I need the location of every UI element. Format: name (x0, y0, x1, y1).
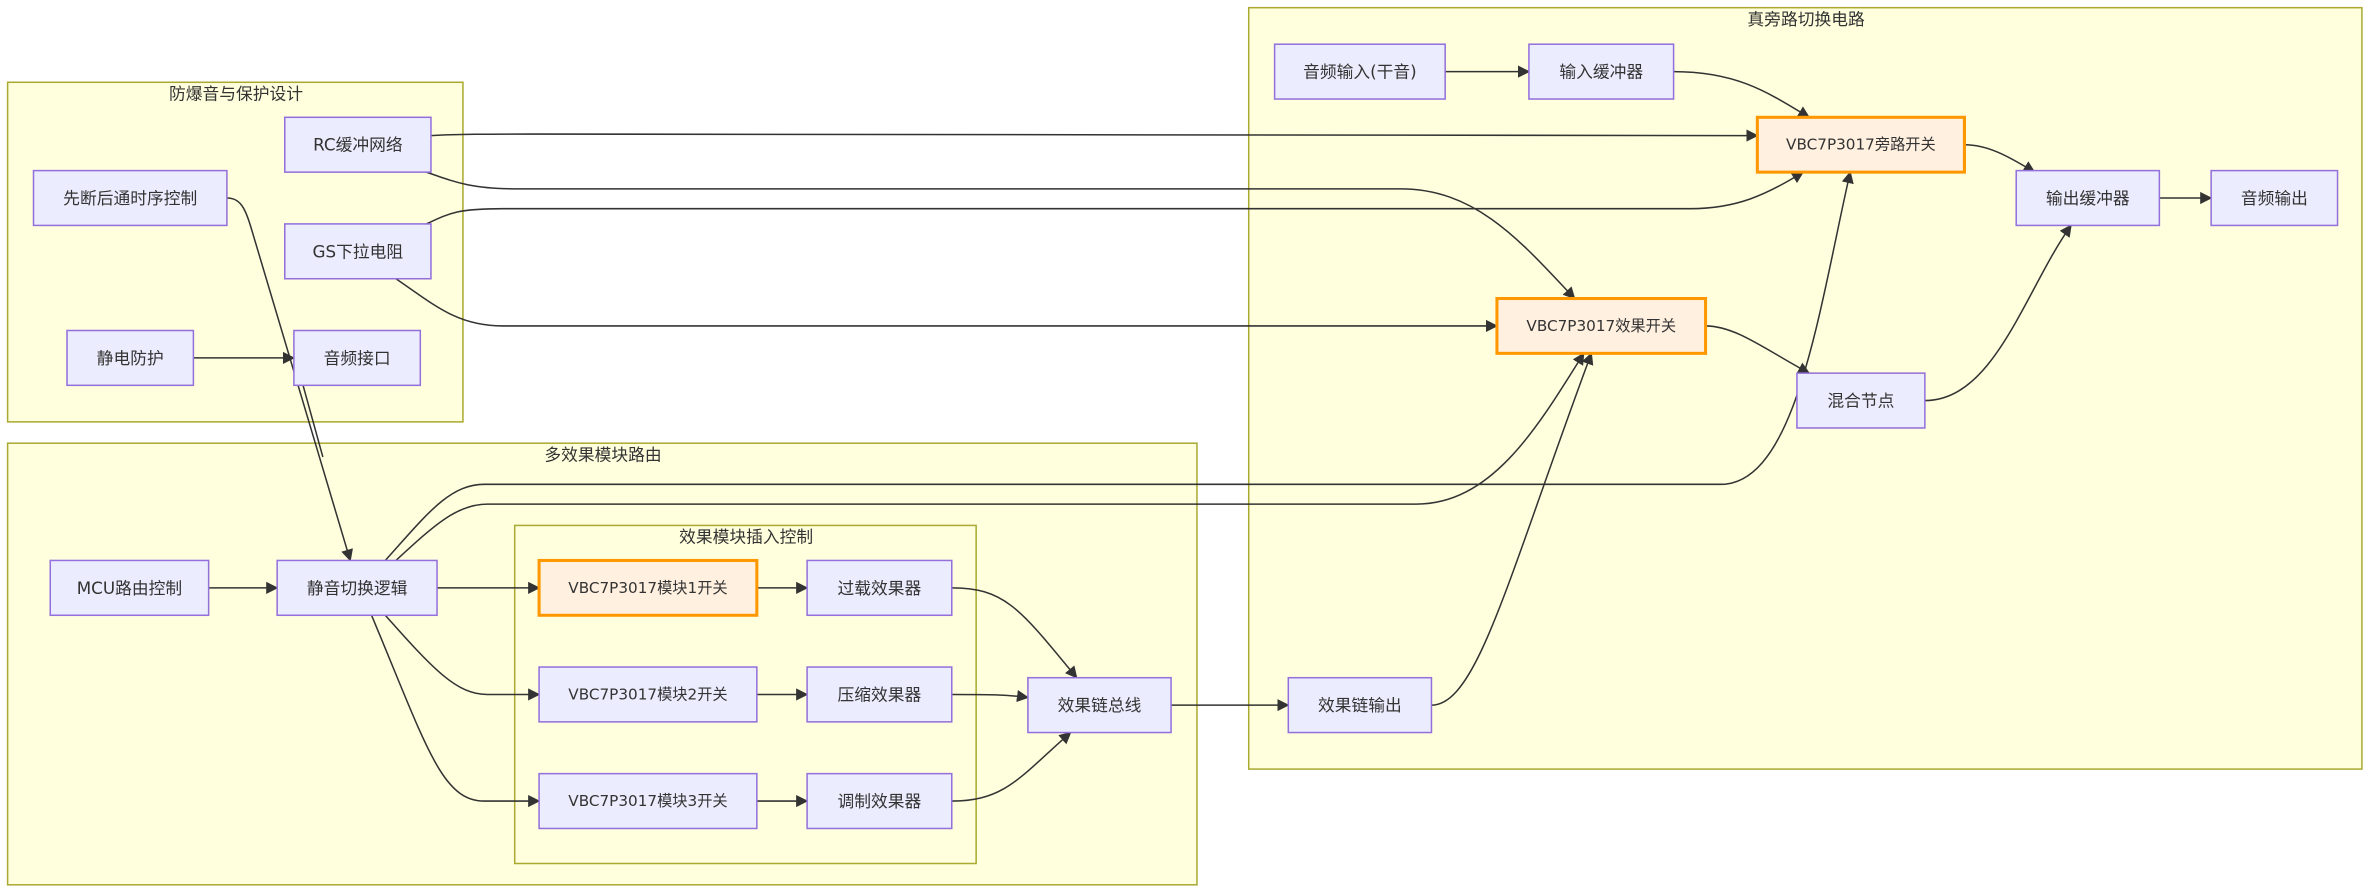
node-effects-output[interactable]: 效果链输出 (1287, 676, 1433, 734)
edge-rc-bypass (430, 129, 1759, 142)
edge-mute-sw3 (370, 614, 541, 808)
node-label: 音频接口 (324, 348, 391, 368)
edge-jack-mute (302, 385, 324, 458)
node-modulation[interactable]: 调制效果器 (806, 772, 953, 830)
node-audio-output[interactable]: 音频输出 (2210, 169, 2339, 227)
node-label: 输入缓冲器 (1559, 62, 1643, 82)
node-effect-switch[interactable]: VBC7P3017效果开关 (1495, 297, 1708, 355)
edge-rc-fxsw (426, 171, 1576, 300)
node-effects-bus[interactable]: 效果链总线 (1027, 676, 1172, 734)
node-label: 压缩效果器 (838, 684, 922, 704)
edge-mod-bus (951, 731, 1072, 802)
node-input-buffer[interactable]: 输入缓冲器 (1528, 43, 1675, 100)
node-label: 静音切换逻辑 (307, 578, 408, 598)
node-label: VBC7P3017模块2开关 (568, 685, 727, 703)
edge-fxsw-mix (1705, 325, 1811, 374)
edge-mute-sw2 (384, 614, 541, 701)
node-label: 输出缓冲器 (2046, 188, 2130, 208)
node-label: VBC7P3017旁路开关 (1786, 136, 1936, 154)
node-module2-switch[interactable]: VBC7P3017模块2开关 (538, 666, 758, 723)
cluster-title: 防爆音与保护设计 (169, 83, 303, 103)
node-bypass-switch[interactable]: VBC7P3017旁路开关 (1755, 115, 1966, 174)
node-label: 静电防护 (97, 348, 164, 368)
node-mcu-routing[interactable]: MCU路由控制 (49, 559, 210, 617)
node-dry-input[interactable]: 音频输入(干音) (1273, 43, 1446, 100)
node-label: 先断后通时序控制 (63, 188, 197, 208)
node-label: 混合节点 (1827, 391, 1894, 411)
edge-gs-bypass (426, 171, 1805, 225)
edge-gs-fxsw (395, 278, 1499, 333)
node-gs-pulldown[interactable]: GS下拉电阻 (284, 223, 432, 280)
node-label: 音频输入(干音) (1303, 62, 1417, 82)
node-timing-control[interactable]: 先断后通时序控制 (32, 169, 228, 227)
edge-fxout-fxsw (1431, 352, 1594, 706)
node-label: 效果链输出 (1318, 695, 1402, 715)
node-label: MCU路由控制 (77, 578, 182, 598)
node-label: 调制效果器 (838, 791, 922, 811)
edge-mute-bypass (384, 170, 1854, 561)
node-label: RC缓冲网络 (313, 135, 403, 155)
node-esd-protection[interactable]: 静电防护 (66, 329, 195, 387)
node-label: VBC7P3017效果开关 (1526, 317, 1676, 335)
cluster-title: 多效果模块路由 (544, 444, 661, 464)
node-rc-snubber[interactable]: RC缓冲网络 (284, 116, 432, 173)
node-module3-switch[interactable]: VBC7P3017模块3开关 (538, 772, 758, 830)
cluster-title: 效果模块插入控制 (679, 527, 813, 547)
edge-od-bus (951, 587, 1078, 679)
node-output-buffer[interactable]: 输出缓冲器 (2015, 169, 2161, 227)
edge-timing-mute (226, 197, 353, 562)
edge-inbuf-bypass (1673, 70, 1811, 118)
node-label: 过载效果器 (838, 578, 922, 598)
node-overdrive[interactable]: 过载效果器 (806, 559, 953, 617)
edge-mute-fxsw (395, 352, 1585, 562)
node-module1-switch[interactable]: VBC7P3017模块1开关 (537, 558, 759, 617)
node-label: VBC7P3017模块3开关 (568, 792, 727, 810)
edges (193, 65, 2213, 808)
node-label: GS下拉电阻 (313, 241, 404, 261)
edge-mix-outbuf (1924, 224, 2072, 402)
edge-comp-bus (951, 690, 1030, 703)
node-mix-node[interactable]: 混合节点 (1796, 372, 1926, 429)
node-label: VBC7P3017模块1开关 (568, 579, 727, 597)
node-mute-logic[interactable]: 静音切换逻辑 (276, 559, 438, 617)
node-label: 效果链总线 (1058, 695, 1142, 715)
node-compressor[interactable]: 压缩效果器 (806, 666, 953, 723)
node-label: 音频输出 (2241, 188, 2308, 208)
node-audio-jack[interactable]: 音频接口 (293, 329, 422, 387)
cluster-title: 真旁路切换电路 (1747, 9, 1865, 29)
edge-bypass-outbuf (1964, 143, 2036, 173)
